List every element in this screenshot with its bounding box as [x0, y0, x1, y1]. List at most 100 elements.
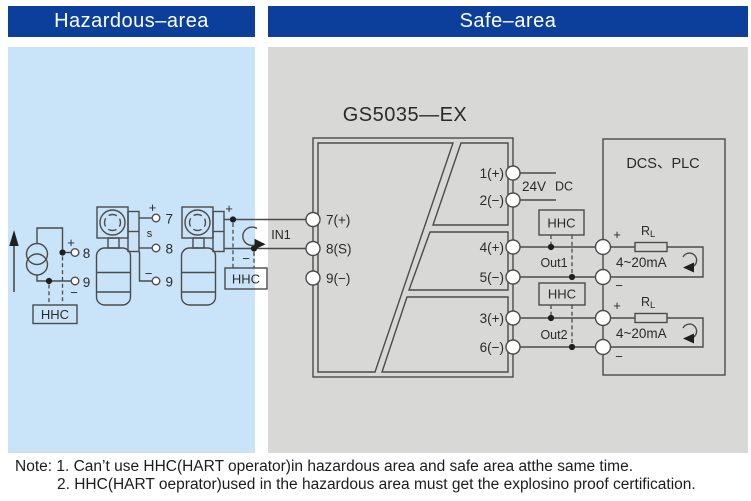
wire	[36, 227, 64, 253]
transmitter-dial	[99, 209, 126, 236]
load-resistor	[634, 241, 668, 253]
terminal-1-label: 1(+)	[480, 166, 504, 181]
note-line-1: Note: 1. Can’t use HHC(HART operator)in …	[15, 458, 634, 475]
supply-voltage: 24V	[522, 179, 546, 194]
terminal-2-label: 2(−)	[480, 193, 504, 208]
hart-loop-arrow	[242, 226, 258, 247]
hhc-label: HHC	[548, 287, 576, 302]
load-loop-2: + R L 4~20mA −	[594, 295, 704, 364]
transmitter-dial-arcs	[188, 213, 207, 232]
safe-area-title: Safe–area	[459, 10, 557, 32]
rl-subscript: L	[650, 300, 655, 311]
terminal-3-label: 3(+)	[480, 311, 504, 326]
junction-dot	[547, 314, 555, 322]
junction-dot	[59, 249, 66, 256]
output-1: HHC Out1	[520, 209, 596, 281]
s-mark: s	[147, 228, 153, 240]
minus-mark: −	[615, 349, 623, 364]
isolator-gs5035: GS5035—EX IN1 7(+) 8(S) 9(−) 1(+) 2(−) 4…	[271, 104, 521, 378]
notes: Note: 1. Can’t use HHC(HART operator)in …	[15, 458, 745, 493]
output-2: HHC Out2	[520, 282, 596, 351]
rl-label: R	[641, 295, 650, 309]
note-line-2: 2. HHC(HART oeprator)used in the hazardo…	[57, 475, 696, 493]
dcs-terminal-minus	[594, 338, 612, 356]
hazardous-area-panel	[8, 47, 255, 453]
terminal-7-label: 7	[166, 212, 174, 227]
terminal-8-label: 8(S)	[326, 242, 352, 257]
in1-label: IN1	[271, 228, 291, 242]
plus-mark: +	[67, 235, 75, 250]
hhc-label: HHC	[232, 272, 260, 287]
input-section	[317, 142, 454, 373]
minus-mark: −	[70, 285, 78, 300]
terminal-circle-8	[151, 243, 161, 253]
dcs-plc-label: DCS、PLC	[626, 156, 699, 172]
terminal-circle-9	[151, 276, 161, 286]
loop-direction-arrow-head	[683, 262, 694, 273]
isolator-outline	[312, 137, 514, 378]
hhc-box	[538, 209, 585, 236]
safe-area-header: Safe–area	[268, 6, 748, 37]
out1-section	[408, 231, 509, 291]
hazardous-area-header: Hazardous–area	[8, 6, 255, 37]
terminal-2-circle	[505, 192, 521, 208]
minus-mark: −	[145, 266, 153, 281]
wire	[36, 275, 72, 282]
hart-loop-arrow-head	[254, 238, 266, 250]
power-supply: 24V DC	[520, 172, 573, 201]
terminal-7-circle	[305, 211, 321, 228]
junction-dot	[568, 343, 576, 351]
terminal-1-circle	[505, 165, 521, 181]
load-resistor	[634, 312, 668, 324]
terminal-7-label: 7(+)	[326, 213, 350, 228]
rl-subscript: L	[650, 229, 655, 240]
terminal-9-label: 9	[83, 275, 91, 290]
rl-label: R	[641, 224, 650, 238]
plus-mark: +	[613, 298, 621, 313]
minus-mark: −	[615, 278, 623, 293]
supply-type: DC	[555, 180, 573, 194]
hhc-box	[32, 304, 78, 325]
hhc-label: HHC	[41, 307, 69, 322]
junction-dot	[45, 277, 53, 285]
out1-label: Out1	[540, 256, 567, 270]
transmitter-dial	[184, 209, 211, 236]
loop-direction-arrow	[682, 252, 698, 268]
range-label: 4~20mA	[616, 326, 667, 341]
load-loop-1: + R L 4~20mA −	[594, 224, 704, 293]
power-section	[432, 142, 509, 226]
terminal-8-label: 8	[83, 246, 91, 261]
flow-arrow-head	[9, 230, 19, 246]
dcs-terminal-plus	[594, 238, 612, 256]
junction-dot	[547, 243, 555, 251]
transmitter-neck	[192, 237, 205, 249]
loop-direction-arrow-head	[683, 333, 694, 344]
loop-direction-arrow	[682, 323, 698, 339]
terminal-5-label: 5(−)	[480, 270, 504, 285]
transmitter-head	[96, 206, 129, 239]
terminal-6-circle	[505, 339, 521, 355]
dcs-terminal-minus	[594, 268, 612, 286]
transmitter-body	[95, 247, 132, 306]
wire	[138, 251, 153, 282]
hhc-box	[538, 282, 586, 306]
dcs-plc: DCS、PLC + R L 4~20mA − +	[594, 138, 726, 376]
range-label: 4~20mA	[616, 255, 667, 270]
plus-mark: +	[225, 201, 233, 216]
source-device: + 8 9 − HHC	[9, 227, 91, 325]
transmitter-dial-arcs	[103, 213, 122, 232]
hhc-label: HHC	[547, 216, 575, 231]
plus-mark: +	[149, 200, 157, 215]
terminal-9-label: 9	[166, 275, 174, 290]
junction-dot	[229, 216, 237, 223]
terminal-circle-7	[151, 213, 161, 223]
terminal-8-circle	[305, 240, 321, 257]
terminal-8-label: 8	[166, 242, 174, 257]
transmitter-1: + s − 7 8 9	[95, 200, 174, 306]
hhc-box	[224, 267, 268, 290]
hazardous-area-title: Hazardous–area	[54, 10, 209, 32]
plus-mark: +	[613, 227, 621, 242]
device-title: GS5035—EX	[343, 104, 468, 126]
